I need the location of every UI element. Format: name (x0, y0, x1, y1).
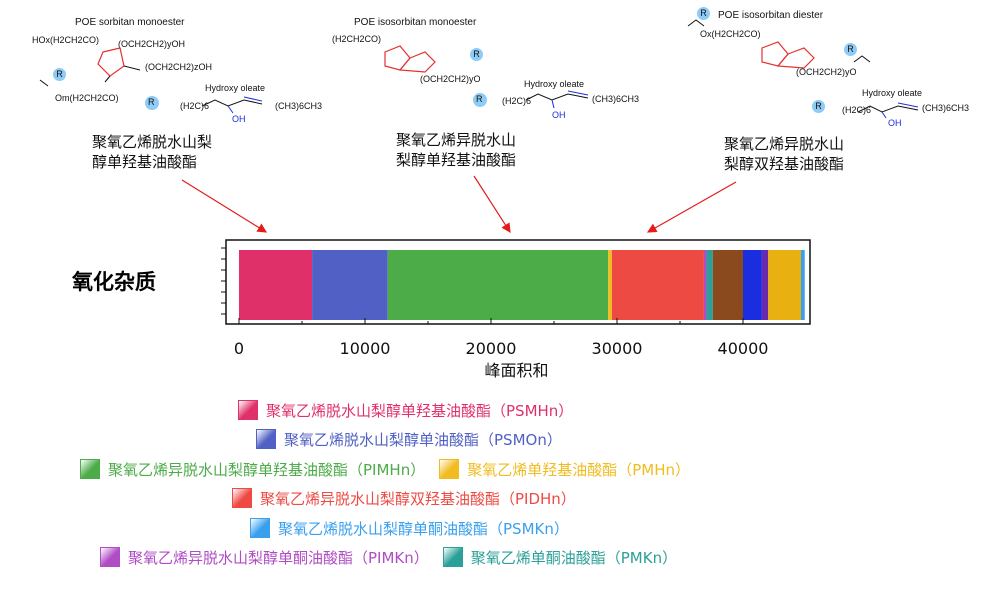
legend-row: 聚氧乙烯脱水山梨醇单酮油酸酯（PSMKn） (250, 516, 583, 540)
x-tick-label: 30000 (592, 339, 643, 358)
bar-segment-psmon (312, 250, 388, 320)
structure-3-group: (CH3)6CH3 (922, 103, 970, 113)
legend-label: 聚氧乙烯异脱水山梨醇双羟基油酸酯（PIDHn） (260, 489, 576, 508)
pointer-arrows (181, 175, 737, 234)
arrow-to-segment-2 (473, 175, 511, 234)
structure-3-group: (OCH2CH2)yO (796, 67, 857, 77)
structure-2-group: Hydroxy oleate (524, 79, 585, 89)
structure-1-group: (OCH2CH2)zOH (145, 62, 213, 72)
bar-segment-unlabeled-8 (743, 250, 762, 320)
structure-1-title: POE sorbitan monoester (75, 17, 185, 28)
bar-segment-pmhn (608, 250, 612, 320)
caption-line: 醇单羟基油酸酯 (92, 153, 198, 171)
legend-label: 聚氧乙烯单羟基油酸酯（PMHn） (467, 460, 690, 479)
structure-3-group: Ox(H2CH2CO) (700, 29, 761, 39)
structure-1-caption: 聚氧乙烯脱水山梨 醇单羟基油酸酯 (92, 132, 212, 172)
structure-2-r-label: R (476, 94, 483, 104)
stacked-bar-chart: 0 10000 20000 30000 40000 峰面积和 (221, 239, 811, 380)
caption-line: 梨醇双羟基油酸酯 (724, 155, 845, 173)
bar-segment-unlabeled-9 (761, 250, 769, 320)
legend-swatch (256, 429, 276, 449)
structure-2-group: (CH3)6CH3 (592, 94, 640, 104)
x-tick-label: 10000 (340, 339, 391, 358)
legend-label: 聚氧乙烯脱水山梨醇单油酸酯（PSMOn） (284, 430, 562, 449)
legend-label: 聚氧乙烯单酮油酸酯（PMKn） (470, 548, 678, 567)
legend-entry: 聚氧乙烯脱水山梨醇单羟基油酸酯（PSMHn） (238, 400, 573, 421)
structure-2-r-badge: R (470, 48, 483, 61)
legend-label: 聚氧乙烯异脱水山梨醇单羟基油酸酯（PIMHn） (108, 460, 426, 479)
legend-entry: 聚氧乙烯单羟基油酸酯（PMHn） (439, 459, 690, 480)
structure-3-group: OH (888, 118, 902, 128)
structure-3-r-badge: R (697, 7, 710, 20)
legend-row: 聚氧乙烯异脱水山梨醇双羟基油酸酯（PIDHn） (232, 486, 590, 510)
bar-segment-unlabeled-10 (768, 250, 801, 320)
legend-swatch (80, 459, 100, 479)
legend-entry: 聚氧乙烯脱水山梨醇单油酸酯（PSMOn） (256, 429, 562, 450)
x-axis-label: 峰面积和 (484, 361, 548, 380)
structure-1-r-label: R (148, 97, 155, 107)
caption-line: 梨醇单羟基油酸酯 (396, 151, 517, 169)
structure-3-title: POE isosorbitan diester (718, 10, 824, 21)
structure-2-caption: 聚氧乙烯异脱水山 梨醇单羟基油酸酯 (396, 130, 516, 170)
structure-3-group: (H2C)6 (842, 105, 872, 115)
arrow-to-segment-3 (646, 181, 737, 233)
structure-1-group: (H2C)6 (180, 101, 210, 111)
arrow-to-segment-1 (181, 179, 268, 233)
structure-2-group: OH (552, 110, 566, 120)
structure-3-r-badge: R (844, 43, 857, 56)
structure-2-group: (H2CH2CO) (332, 34, 382, 44)
legend-entry: 聚氧乙烯异脱水山梨醇双羟基油酸酯（PIDHn） (232, 488, 576, 509)
legend-row: 聚氧乙烯脱水山梨醇单油酸酯（PSMOn） (256, 427, 576, 451)
structure-1-group: HOx(H2CH2CO) (32, 35, 100, 45)
structure-3-bonds (687, 19, 919, 119)
legend-row: 聚氧乙烯异脱水山梨醇单羟基油酸酯（PIMHn） 聚氧乙烯单羟基油酸酯（PMHn） (80, 457, 704, 481)
structure-1-group: Om(H2CH2CO) (55, 93, 119, 103)
legend-entry: 聚氧乙烯单酮油酸酯（PMKn） (442, 547, 678, 568)
legend-swatch (238, 400, 258, 420)
structure-2-title: POE isosorbitan monoester (354, 17, 477, 28)
legend-entry: 聚氧乙烯脱水山梨醇单酮油酸酯（PSMKn） (250, 518, 569, 539)
structure-2-group: (H2C)6 (502, 96, 532, 106)
legend-entry: 聚氧乙烯异脱水山梨醇单羟基油酸酯（PIMHn） (80, 459, 425, 480)
legend-label: 聚氧乙烯脱水山梨醇单羟基油酸酯（PSMHn） (266, 401, 574, 420)
structure-1-group: Hydroxy oleate (205, 83, 266, 93)
caption-line: 聚氧乙烯脱水山梨 (92, 133, 213, 151)
x-tick-label: 0 (234, 339, 244, 358)
bar-segment-pmkn (706, 250, 713, 320)
legend-label: 聚氧乙烯异脱水山梨醇单酮油酸酯（PIMKn） (128, 548, 429, 567)
legend-swatch (100, 547, 120, 567)
legend-swatch (250, 518, 270, 538)
legend-entry: 聚氧乙烯异脱水山梨醇单酮油酸酯（PIMKn） (100, 547, 429, 568)
legend-row: 聚氧乙烯脱水山梨醇单羟基油酸酯（PSMHn） (238, 398, 587, 422)
bar-segment-pimkn (703, 250, 707, 320)
structure-2-group: (OCH2CH2)yO (420, 74, 481, 84)
structure-1-group: (OCH2CH2)yOH (118, 39, 186, 49)
x-tick-label: 40000 (718, 339, 769, 358)
structure-2-bonds (384, 45, 589, 109)
row-label: 氧化杂质 (72, 270, 156, 294)
structure-3-group: Hydroxy oleate (862, 88, 923, 98)
structure-1-group: (CH3)6CH3 (275, 101, 323, 111)
bar-segment-pimhn (387, 250, 609, 320)
bar-segment-psmhn (239, 250, 313, 320)
bar-segment-pidhn (611, 250, 704, 320)
legend-swatch (442, 547, 463, 567)
structure-3-caption: 聚氧乙烯异脱水山 梨醇双羟基油酸酯 (724, 134, 844, 174)
bar-segment-unlabeled-7 (712, 250, 743, 320)
caption-line: 聚氧乙烯异脱水山 (724, 135, 845, 153)
structure-1-r-badge: R (53, 68, 66, 81)
legend-row: 聚氧乙烯异脱水山梨醇单酮油酸酯（PIMKn） 聚氧乙烯单酮油酸酯（PMKn） (100, 545, 691, 569)
legend-swatch (232, 488, 252, 508)
legend-swatch (439, 459, 460, 479)
structure-1-bonds (39, 47, 263, 114)
structure-3-r-badge: R (812, 100, 825, 113)
legend-label: 聚氧乙烯脱水山梨醇单酮油酸酯（PSMKn） (278, 519, 569, 538)
x-tick-label: 20000 (466, 339, 517, 358)
bar-segment-psmkn (800, 250, 805, 320)
caption-line: 聚氧乙烯异脱水山 (396, 131, 517, 149)
structure-1-group: OH (232, 114, 246, 124)
